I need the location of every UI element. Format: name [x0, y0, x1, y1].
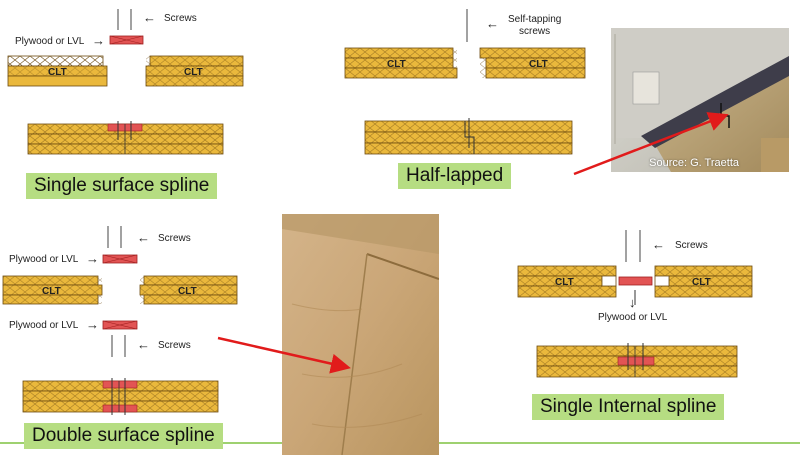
photo-joint-top: Source: G. Traetta: [611, 28, 789, 172]
clt-label: CLT: [692, 277, 711, 288]
caption-single-internal-spline: Single Internal spline: [532, 394, 724, 420]
arrow-left-glyph: ←: [137, 230, 150, 245]
caption-half-lapped: Half-lapped: [398, 163, 511, 189]
plywood-label: Plywood or LVL: [9, 320, 79, 331]
spline-plate: [619, 277, 652, 285]
photo-source-credit: Source: G. Traetta: [649, 157, 739, 169]
assembled-joint: [365, 118, 572, 154]
clt-panel-right: CLT: [140, 276, 237, 304]
double-surface-spline-diagram: ← Screws Plywood or LVL → CLT CLT Plywoo…: [3, 226, 237, 415]
plywood-label: Plywood or LVL: [15, 36, 85, 47]
clt-panel-left: CLT: [345, 48, 457, 78]
caption-double-surface-spline: Double surface spline: [24, 423, 223, 449]
single-surface-spline-diagram: ← Screws Plywood or LVL → CLT CLT: [8, 9, 243, 154]
clt-panel-right: CLT: [146, 56, 243, 86]
arrow-right-glyph: →: [86, 317, 99, 332]
single-internal-spline-diagram: ← Screws CLT CLT ↓ Plywood or LVL: [518, 230, 752, 377]
clt-panel-right: CLT: [655, 266, 752, 297]
clt-label: CLT: [42, 286, 61, 297]
clt-label: CLT: [555, 277, 574, 288]
arrow-right-glyph: →: [92, 33, 105, 48]
arrow-left-glyph: ←: [137, 337, 150, 352]
arrow-down-glyph: ↓: [629, 295, 636, 310]
assembled-joint: [537, 343, 737, 377]
clt-panel-left: CLT: [8, 56, 107, 86]
caption-single-surface-spline: Single surface spline: [26, 173, 217, 199]
clt-label: CLT: [184, 67, 203, 78]
arrow-right-glyph: →: [86, 251, 99, 266]
assembled-joint: [28, 121, 223, 154]
assembled-joint: [23, 378, 218, 415]
screws-label: Screws: [158, 233, 191, 244]
photo-plywood-surface: [282, 214, 439, 455]
arrow-left-glyph: ←: [143, 10, 156, 25]
plywood-label: Plywood or LVL: [9, 254, 79, 265]
clt-label: CLT: [529, 59, 548, 70]
clt-label: CLT: [178, 286, 197, 297]
screws-label: Screws: [158, 340, 191, 351]
self-tapping-label: Self-tapping: [508, 14, 561, 25]
clt-panel-left: CLT: [3, 276, 102, 304]
clt-label: CLT: [387, 59, 406, 70]
spline-plate: [103, 381, 137, 388]
spline-plate: [618, 357, 654, 365]
arrow-left-glyph: ←: [652, 237, 665, 252]
self-tapping-label-2: screws: [519, 26, 550, 37]
screws-label: Screws: [164, 13, 197, 24]
arrow-left-glyph: ←: [486, 16, 499, 31]
clt-panel-right: CLT: [480, 48, 585, 78]
clt-label: CLT: [48, 67, 67, 78]
half-lapped-diagram: ← Self-tapping screws CLT CLT: [345, 9, 585, 154]
clt-panel-left: CLT: [518, 266, 616, 297]
screws-label: Screws: [675, 240, 708, 251]
spline-plate: [103, 405, 137, 412]
plywood-label: Plywood or LVL: [598, 312, 668, 323]
